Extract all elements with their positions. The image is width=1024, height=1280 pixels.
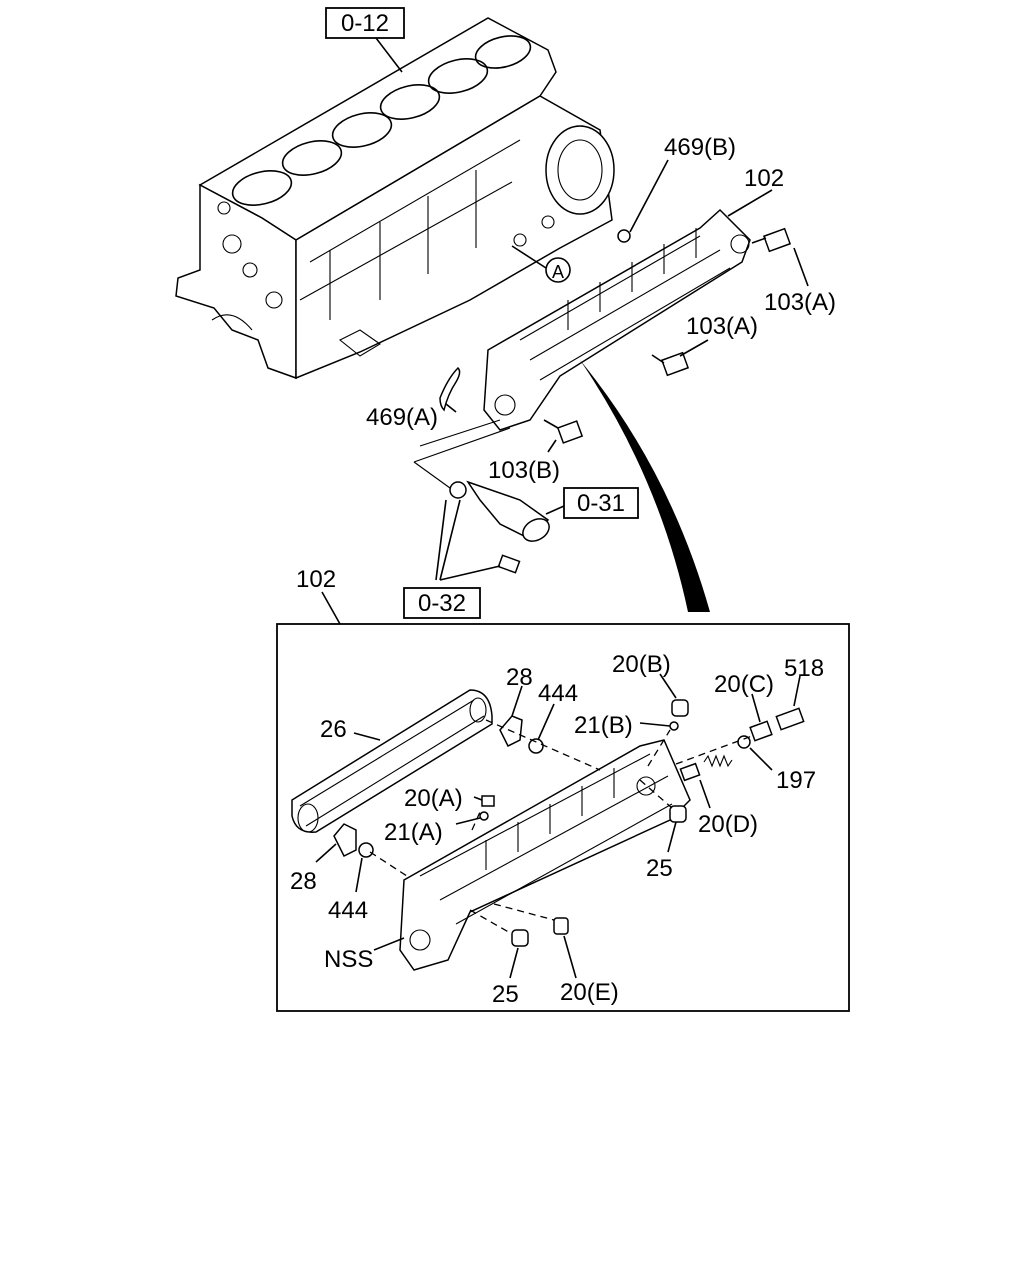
plug-20C xyxy=(749,720,773,742)
bolt-103B xyxy=(543,419,584,444)
label-197: 197 xyxy=(776,767,816,794)
label-25-bot: 25 xyxy=(492,981,519,1008)
washer-197 xyxy=(737,735,751,749)
label-103A-right: 103(A) xyxy=(764,289,836,316)
plug-20E xyxy=(553,917,569,935)
oil-cooler-upper xyxy=(483,208,751,431)
cooler-housing-box xyxy=(399,739,691,971)
label-21A: 21(A) xyxy=(384,819,443,846)
oring-21B xyxy=(669,721,679,731)
plug-20B xyxy=(671,699,689,717)
label-NSS: NSS xyxy=(324,946,373,973)
oring-444-bot xyxy=(358,842,374,858)
label-102-box: 102 xyxy=(296,566,336,593)
detail-box: 102 xyxy=(276,566,850,1012)
ref-0-12[interactable]: 0-12 xyxy=(325,7,405,73)
plug-25-bot xyxy=(511,929,529,947)
label-444-bot: 444 xyxy=(328,897,368,924)
label-444-top: 444 xyxy=(538,680,578,707)
label-469B: 469(B) xyxy=(664,134,736,161)
label-20B: 20(B) xyxy=(612,651,671,678)
gasket-28-bot xyxy=(333,823,357,858)
label-20C: 20(C) xyxy=(714,671,774,698)
gasket-469A xyxy=(439,366,461,412)
label-518: 518 xyxy=(784,655,824,682)
cooler-element-26 xyxy=(291,689,493,833)
label-102-top: 102 xyxy=(744,165,784,192)
label-103A-mid: 103(A) xyxy=(686,313,758,340)
ref-0-31-label: 0-31 xyxy=(577,490,625,517)
bolt-103A-right xyxy=(751,227,792,253)
label-20A: 20(A) xyxy=(404,785,463,812)
water-pipe xyxy=(449,480,550,574)
oring-21A xyxy=(479,811,489,821)
marker-A-label: A xyxy=(552,262,564,282)
label-21B: 21(B) xyxy=(574,712,633,739)
oring-469B xyxy=(617,229,631,243)
plug-25-right xyxy=(669,805,687,823)
ref-0-31[interactable]: 0-31 xyxy=(545,487,639,519)
label-28-top: 28 xyxy=(506,664,533,691)
bolt-518 xyxy=(775,707,805,731)
ref-0-12-label: 0-12 xyxy=(341,10,389,37)
valve-20D xyxy=(679,762,701,782)
detail-callout-arrow xyxy=(580,360,710,612)
label-26: 26 xyxy=(320,716,347,743)
label-20D: 20(D) xyxy=(698,811,758,838)
ref-0-32[interactable]: 0-32 xyxy=(403,587,481,619)
marker-A: A xyxy=(511,245,571,283)
oring-444-top xyxy=(528,738,544,754)
label-25-right: 25 xyxy=(646,855,673,882)
label-20E: 20(E) xyxy=(560,979,619,1006)
bolt-103A-mid xyxy=(651,351,690,377)
spring xyxy=(703,754,733,768)
plug-20A xyxy=(481,795,495,807)
label-28-bot: 28 xyxy=(290,868,317,895)
ref-0-32-label: 0-32 xyxy=(418,590,466,617)
label-469A: 469(A) xyxy=(366,404,438,431)
engine-block xyxy=(175,17,615,380)
label-103B: 103(B) xyxy=(488,457,560,484)
